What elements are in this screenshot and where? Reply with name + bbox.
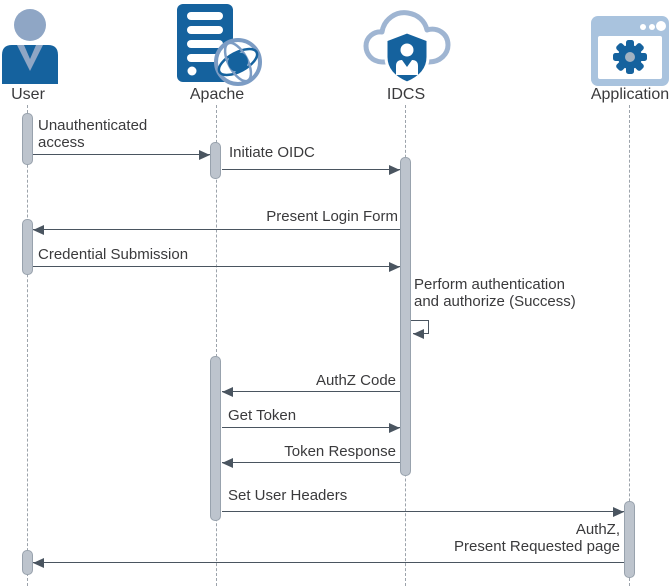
arrowhead-right-icon [613, 507, 624, 517]
message-arrow-1 [33, 150, 210, 160]
lifeline-apache [216, 105, 217, 586]
message-arrow-2 [222, 165, 400, 175]
activation-bar-user-1 [22, 113, 33, 165]
message-arrow-8 [222, 458, 400, 468]
message-label-9: Set User Headers [228, 487, 348, 504]
idcs-cloud-shield-icon [363, 10, 451, 85]
arrowhead-left-icon [33, 558, 44, 568]
message-arrow-3 [33, 225, 400, 235]
message-label-3: Present Login Form [266, 208, 398, 225]
arrowhead-left-icon [222, 458, 233, 468]
message-arrow-6 [222, 387, 400, 397]
actor-label-apache: Apache [189, 86, 245, 103]
message-label-4: Credential Submission [38, 246, 189, 263]
arrowhead-left-icon [33, 225, 44, 235]
self-message-vertical-segment [428, 320, 429, 333]
actor-label-application: Application [590, 86, 670, 103]
self-message-return-segment [413, 329, 429, 339]
message-label-7: Get Token [228, 407, 297, 424]
message-arrow-9 [222, 507, 624, 517]
activation-bar-user-3 [22, 550, 33, 575]
activation-bar-application [624, 501, 635, 578]
arrowhead-right-icon [199, 150, 210, 160]
activation-bar-apache-2 [210, 356, 221, 521]
message-label-8: Token Response [284, 443, 396, 460]
application-browser-gear-icon [591, 16, 669, 86]
message-label-1: Unauthenticated access [38, 117, 148, 151]
arrowhead-left-icon [413, 329, 424, 339]
message-arrow-7 [222, 423, 400, 433]
lifeline-application [629, 105, 630, 586]
arrowhead-right-icon [389, 423, 400, 433]
activation-bar-idcs [400, 157, 411, 476]
message-label-10: AuthZ, Present Requested page [454, 521, 620, 555]
message-label-6: AuthZ Code [315, 372, 396, 389]
user-icon [2, 9, 58, 84]
lifeline-user [27, 105, 28, 586]
arrowhead-left-icon [222, 387, 233, 397]
message-arrow-10 [33, 558, 624, 568]
self-message-top-segment [411, 320, 429, 321]
apache-server-globe-icon [177, 4, 262, 86]
activation-bar-user-2 [22, 219, 33, 275]
message-label-5: Perform authentication and authorize (Su… [414, 276, 576, 310]
arrowhead-right-icon [389, 165, 400, 175]
message-label-2: Initiate OIDC [229, 144, 315, 161]
arrowhead-right-icon [389, 262, 400, 272]
actor-label-idcs: IDCS [386, 86, 426, 103]
message-arrow-4 [33, 262, 400, 272]
activation-bar-apache-1 [210, 142, 221, 179]
actor-label-user: User [11, 86, 45, 103]
